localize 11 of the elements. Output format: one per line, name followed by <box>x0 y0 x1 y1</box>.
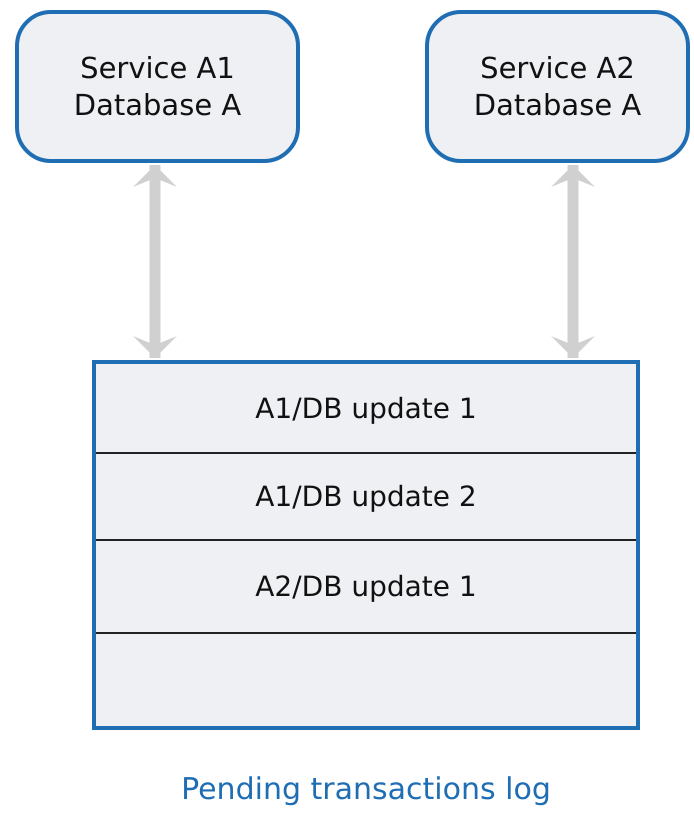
node-label: Service A2 Database A <box>472 50 642 123</box>
service-box <box>425 10 690 163</box>
node-label: Pending transactions log <box>181 772 551 807</box>
double-arrow <box>133 165 177 358</box>
service-box <box>15 10 300 163</box>
node-label: A1/DB update 1 <box>255 392 477 424</box>
log-table <box>92 360 640 730</box>
double-arrow <box>551 165 595 358</box>
node-label: Service A1 Database A <box>72 50 242 123</box>
node-label: A1/DB update 2 <box>255 480 477 513</box>
node-label: A2/DB update 1 <box>255 570 477 603</box>
